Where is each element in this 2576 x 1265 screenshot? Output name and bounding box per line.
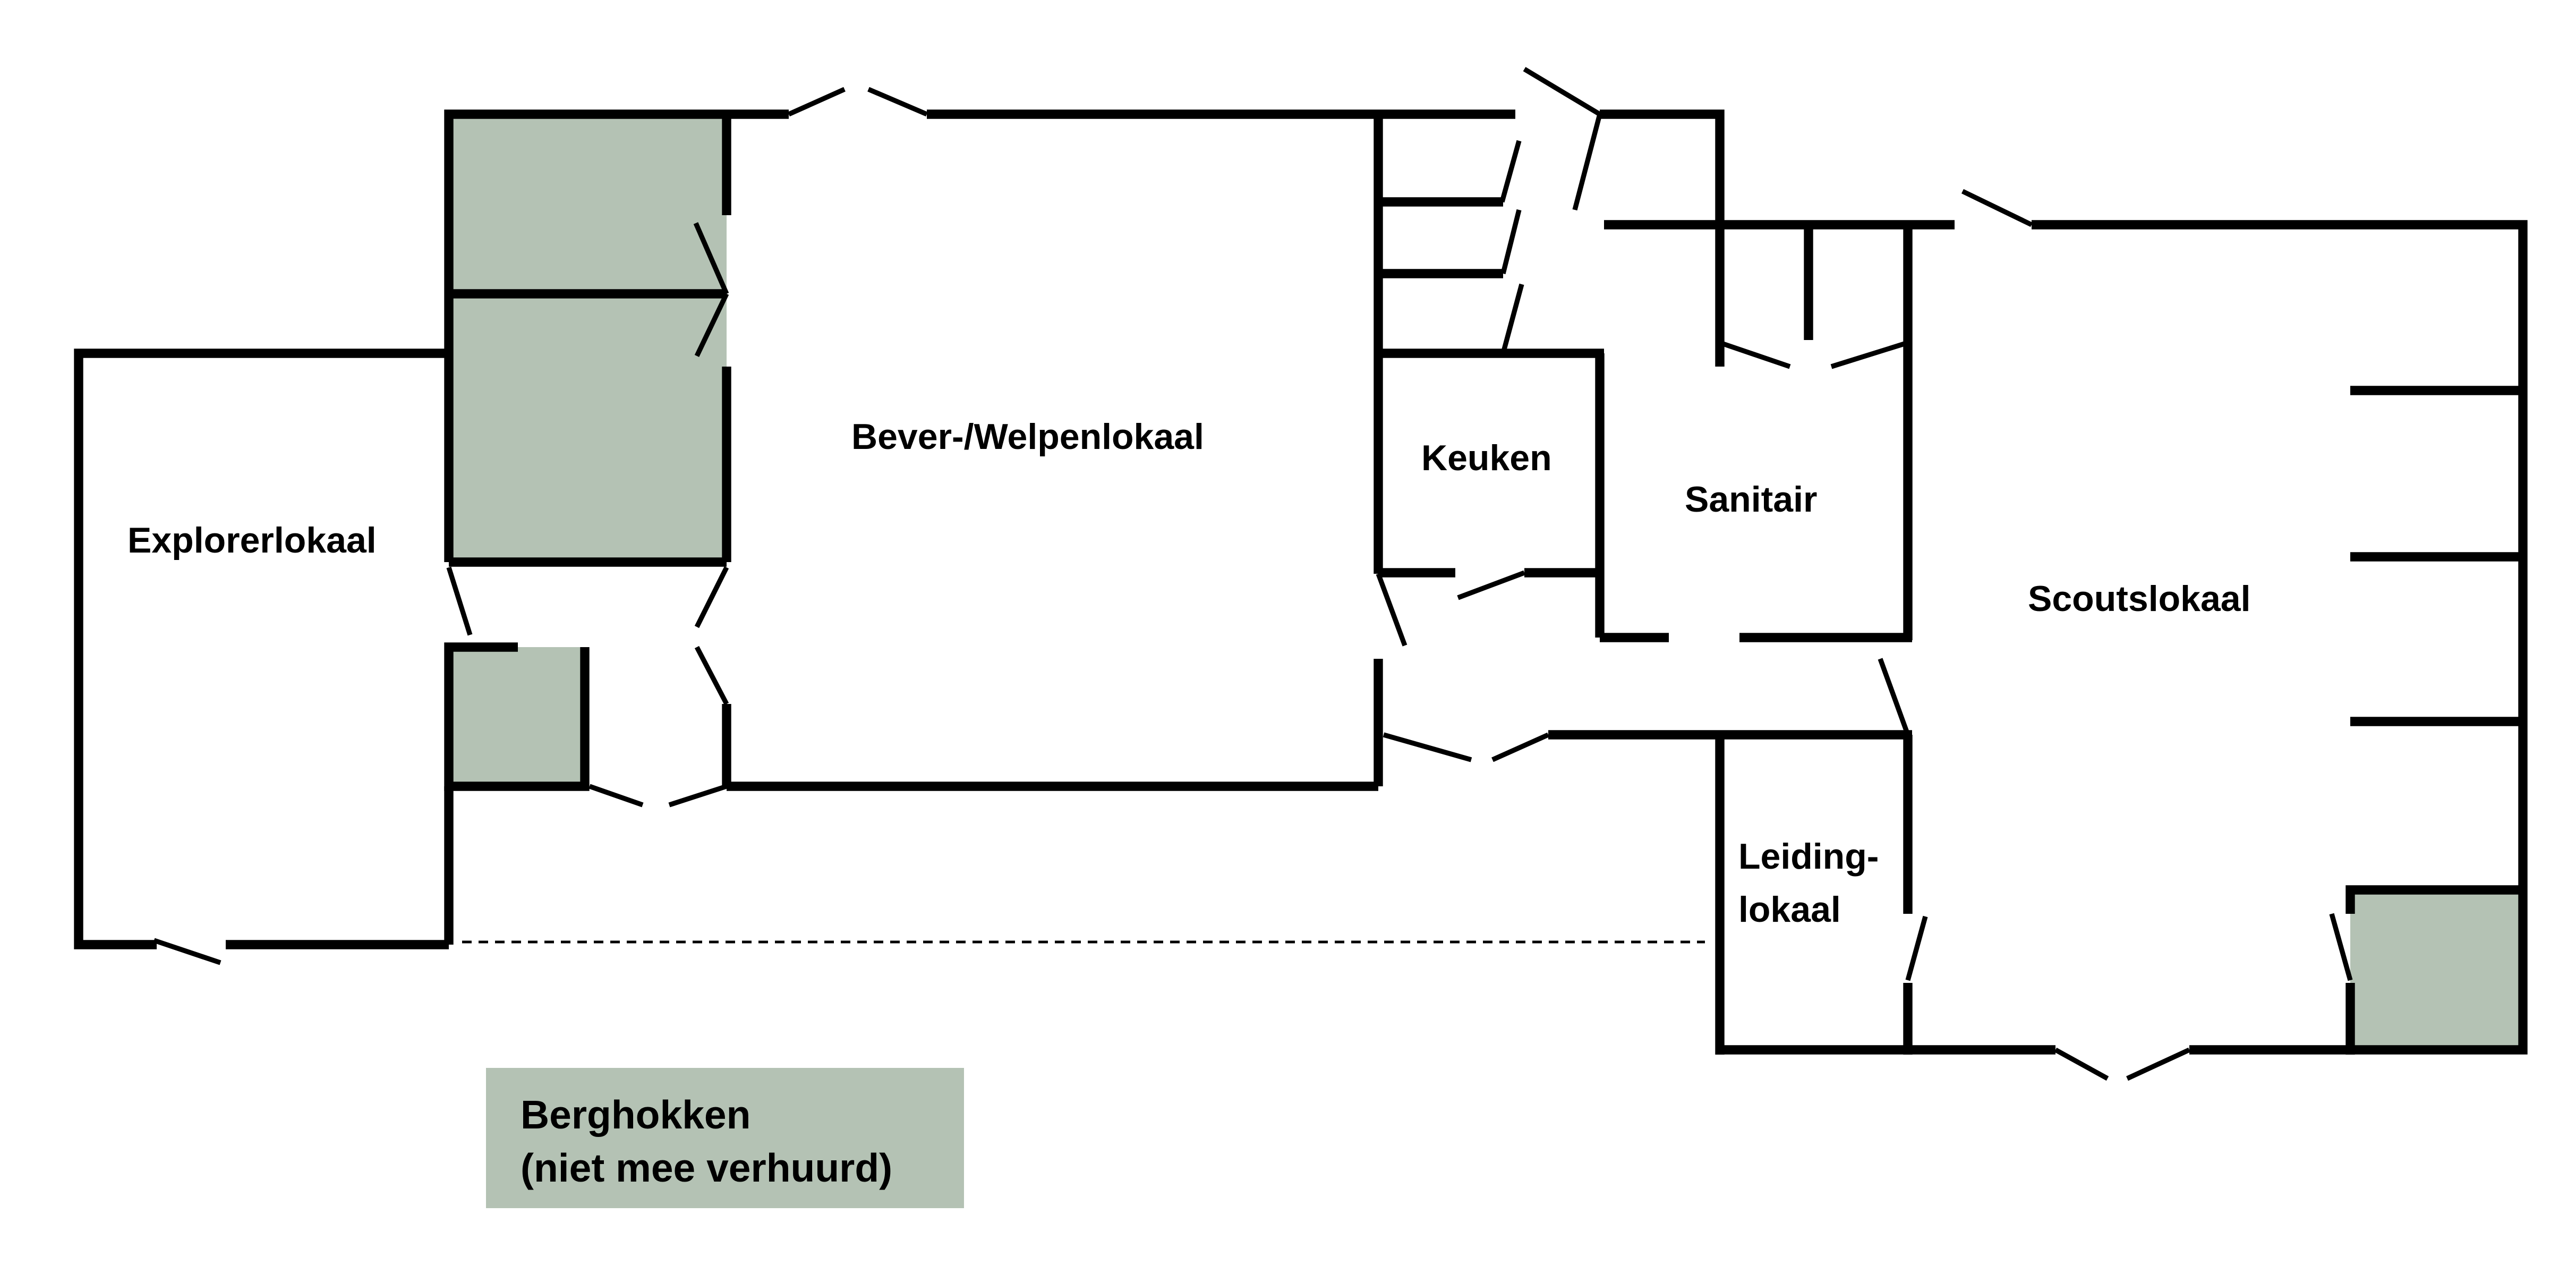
scouts-storage-outline [2345, 885, 2523, 914]
storage-small-outline [444, 642, 590, 791]
legend-title: Berghokken [521, 1092, 751, 1137]
door-bever-east [1376, 573, 1408, 647]
door-scouts-bottom-2 [2126, 1047, 2190, 1081]
label-leidinglokaal-line2: lokaal [1738, 889, 1841, 930]
door-scouts-bottom-1 [2054, 1047, 2109, 1081]
door-bever-top-2 [867, 87, 928, 117]
label-bever-welpenlokaal: Bever-/Welpenlokaal [851, 417, 1204, 457]
walls [74, 109, 2528, 1055]
storage-room-upper [449, 114, 727, 562]
door-bever-west-upper [694, 566, 729, 629]
scouts-wall-outline [2032, 220, 2528, 1055]
door-corridor-1 [1383, 732, 1472, 762]
door-corridor-2 [1491, 732, 1549, 762]
label-scoutslokaal: Scoutslokaal [2028, 579, 2251, 619]
explorer-wall [74, 349, 449, 949]
label-keuken: Keuken [1421, 438, 1552, 478]
door-cubicle-1 [1499, 140, 1522, 203]
legend-text: Berghokken (niet mee verhuurd) [521, 1088, 892, 1194]
door-top-right-2 [1572, 113, 1602, 211]
room-labels: Explorerlokaal Bever-/Welpenlokaal Keuke… [127, 417, 2251, 930]
door-explorer-bottom [153, 938, 221, 965]
door-bever-west-lower [694, 646, 729, 706]
door-scouts-top [1961, 189, 2033, 227]
door-top-right-1 [1523, 67, 1601, 116]
label-explorerlokaal: Explorerlokaal [127, 520, 377, 561]
door-sanitair-stall-2 [1830, 340, 1909, 369]
storage-room-scouts [2350, 890, 2523, 1049]
door-storage-upper [693, 222, 729, 295]
storage-rooms [449, 114, 2523, 1049]
door-storage-lower [694, 292, 729, 358]
legend-swatch: Berghokken (niet mee verhuurd) [486, 1068, 964, 1208]
sanitair-wall-north [1600, 109, 1725, 367]
door-sanitair-stall-1 [1719, 340, 1791, 369]
door-cubicle-2 [1500, 209, 1522, 275]
door-leiding [1905, 915, 1928, 981]
door-keuken-top [1500, 283, 1524, 354]
door-scouts-storage [2329, 913, 2353, 981]
storage-outline-top [444, 109, 789, 562]
legend-note: (niet mee verhuurd) [521, 1145, 893, 1190]
storage-room-small [449, 647, 585, 786]
door-keuken-bottom [1457, 570, 1525, 600]
door-bever-top-1 [788, 87, 846, 117]
label-leidinglokaal-line1: Leiding- [1738, 836, 1879, 877]
doors [153, 67, 2353, 1081]
door-scouts-corridor [1878, 658, 1910, 736]
door-storage-bottom-left [446, 566, 473, 636]
door-bottom-passage-1 [588, 784, 644, 808]
label-sanitair: Sanitair [1685, 479, 1817, 520]
door-bottom-passage-2 [668, 784, 728, 808]
